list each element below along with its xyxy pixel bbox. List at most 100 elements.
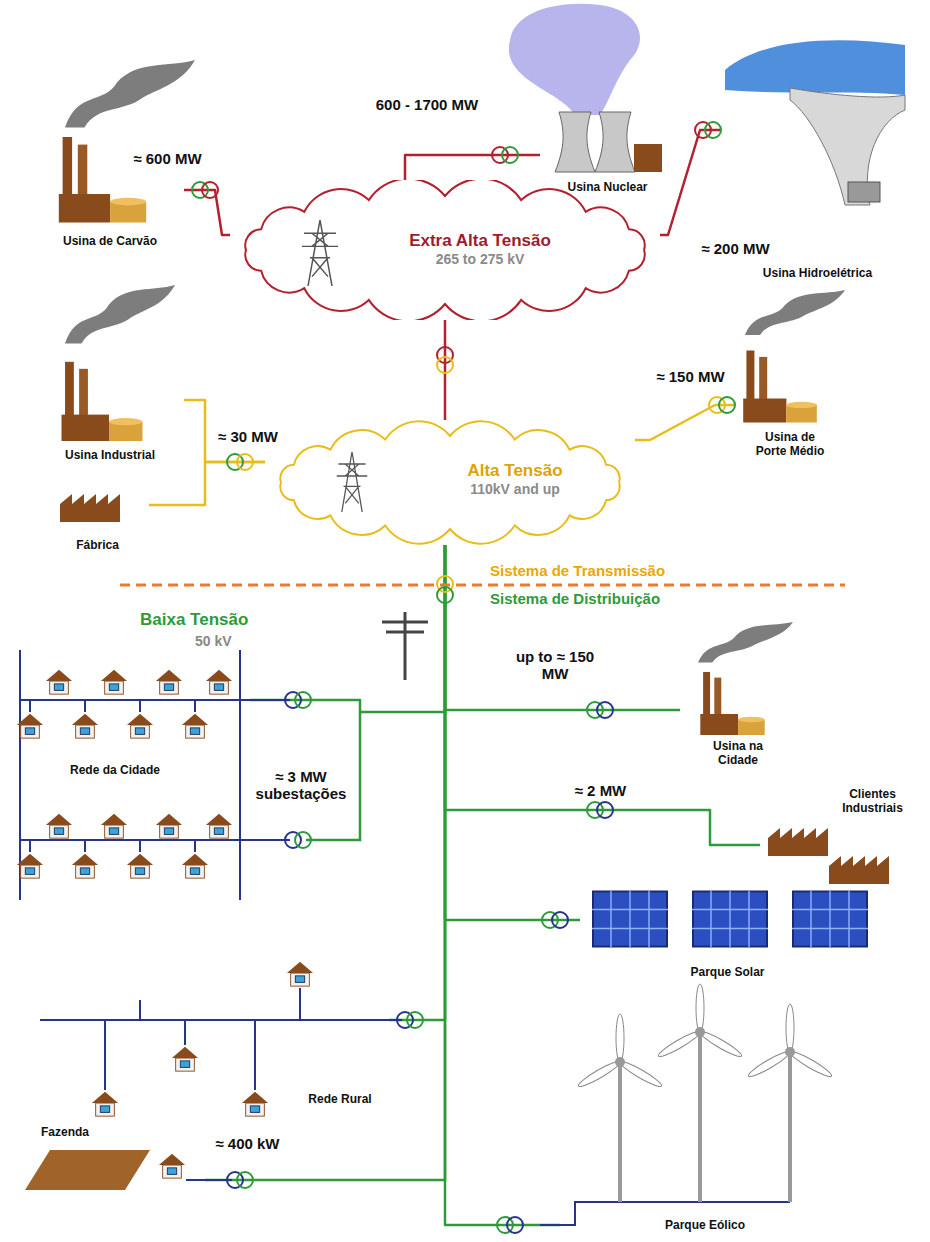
- cloud-path: [280, 421, 619, 543]
- rural-network: [40, 962, 402, 1116]
- factory-icon: [60, 494, 120, 522]
- transmission-towers: [302, 220, 338, 286]
- transformer-symbols: [437, 587, 453, 603]
- solar-panels: [592, 891, 868, 948]
- grid-element: Fazenda: [20, 1125, 205, 1200]
- grid-element: Fábrica: [50, 490, 149, 556]
- medium-plant-icon: [743, 351, 817, 423]
- label-group: Usina na Cidade: [698, 739, 778, 768]
- city-houses: [17, 854, 43, 878]
- system-label: Sistema de Transmissão: [490, 562, 665, 579]
- node-title: Parque Solar: [580, 965, 875, 979]
- power-line: [445, 545, 680, 710]
- solar-panels: [592, 891, 668, 948]
- label-group: Rede Rural: [295, 1092, 385, 1106]
- transformer-symbols: [202, 182, 218, 198]
- city-houses: [206, 814, 232, 838]
- transformer-symbols: [237, 1172, 253, 1188]
- wind-turbines: [540, 984, 834, 1225]
- power-rating: ≈ 3 MW subestações: [250, 768, 352, 803]
- power-line: [445, 545, 560, 1225]
- power-rating: ≈ 200 MW: [688, 240, 783, 257]
- cloud-outline: [265, 420, 635, 545]
- boundary-line: [120, 584, 845, 587]
- node-subtitle: 110kV and up: [425, 481, 605, 499]
- city-plant-icon: [698, 622, 793, 663]
- node-title: Extra Alta Tensão: [360, 230, 600, 251]
- node-title: Usina Hidroelétrica: [720, 266, 915, 280]
- city-houses: [182, 854, 208, 878]
- grid-element: Rede Rural: [40, 955, 389, 1130]
- power-line: [444, 320, 447, 420]
- rural-network: [92, 1092, 118, 1116]
- node-title: Rede Rural: [295, 1092, 385, 1106]
- rural-network: [287, 962, 313, 986]
- grid-element: Parque Eólico: [560, 1000, 854, 1237]
- label-group: Parque Eólico: [560, 1218, 850, 1232]
- city-houses: [101, 814, 127, 838]
- node-subtitle: 265 to 275 kV: [360, 251, 600, 269]
- system-label: 50 kV: [195, 633, 232, 649]
- rural-network: [172, 1047, 198, 1071]
- nuclear-plant-icon: [634, 144, 662, 172]
- wind-turbines: [576, 1014, 663, 1089]
- city-houses: [206, 670, 232, 694]
- industrial-clients-icon: [768, 828, 828, 856]
- city-houses: [156, 814, 182, 838]
- transformer-symbols: [407, 1012, 423, 1028]
- solar-panels: [792, 891, 868, 948]
- power-line: [389, 545, 445, 1020]
- transformer-symbols: [705, 122, 721, 138]
- transformer-symbols: [597, 802, 613, 818]
- label-group: Usina Nuclear: [540, 180, 675, 194]
- city-houses: [46, 814, 72, 838]
- grid-element: Usina de Carvão: [40, 120, 184, 252]
- power-line: [250, 545, 445, 712]
- power-rating: 600 - 1700 MW: [362, 96, 492, 113]
- grid-element: Parque Solar: [580, 885, 879, 985]
- industrial-plant-icon: [65, 285, 175, 344]
- grid-element: Usina na Cidade: [680, 655, 795, 775]
- voltage-cloud: Extra Alta Tensão265 to 275 kV: [230, 180, 660, 320]
- transformer-symbols: [437, 357, 453, 373]
- city-network: [20, 650, 360, 900]
- power-line: [149, 462, 265, 505]
- nuclear-plant-icon: [509, 4, 640, 115]
- industrial-clients-icon: [768, 828, 889, 884]
- label-group: Clientes Industriais: [835, 787, 910, 816]
- transmission-towers: [302, 220, 367, 512]
- power-line: [445, 545, 760, 845]
- transmission-towers: [337, 452, 368, 512]
- node-title: Usina de Porte Médio: [750, 430, 830, 459]
- nuclear-plant-icon: [595, 112, 635, 172]
- label-group: Usina Industrial: [40, 448, 180, 462]
- utility-pole: [382, 612, 428, 680]
- transformer-symbols: [295, 692, 311, 708]
- city-houses: [72, 714, 98, 738]
- wind-turbines: [746, 1004, 833, 1079]
- label-group: Extra Alta Tensão265 to 275 kV: [360, 230, 600, 269]
- cloud-path: [245, 180, 644, 320]
- label-group: Alta Tensão110kV and up: [425, 460, 605, 499]
- node-title: Parque Eólico: [560, 1218, 850, 1232]
- transformer-symbols: [597, 702, 613, 718]
- label-group: Usina de Carvão: [40, 234, 180, 248]
- industrial-plant-icon: [62, 362, 143, 441]
- city-houses: [46, 670, 72, 694]
- wind-turbines: [698, 1032, 702, 1202]
- power-rating: up to ≈ 150 MW: [512, 648, 598, 683]
- hydro-plant-icon: [725, 40, 905, 95]
- wind-turbines: [656, 984, 743, 1059]
- rural-network: [40, 988, 402, 1090]
- label-group: Rede da Cidade: [55, 763, 175, 777]
- city-houses: [17, 714, 43, 738]
- medium-plant-icon: [745, 290, 845, 335]
- transformer-symbols: [295, 832, 311, 848]
- nuclear-plant-icon: [555, 112, 595, 172]
- city-houses: [72, 854, 98, 878]
- label-group: Usina de Porte Médio: [750, 430, 830, 459]
- farm: [159, 1154, 185, 1178]
- wind-turbines: [618, 1062, 622, 1202]
- factory-icon: [60, 494, 120, 522]
- grid-element: Clientes Industriais: [760, 785, 914, 885]
